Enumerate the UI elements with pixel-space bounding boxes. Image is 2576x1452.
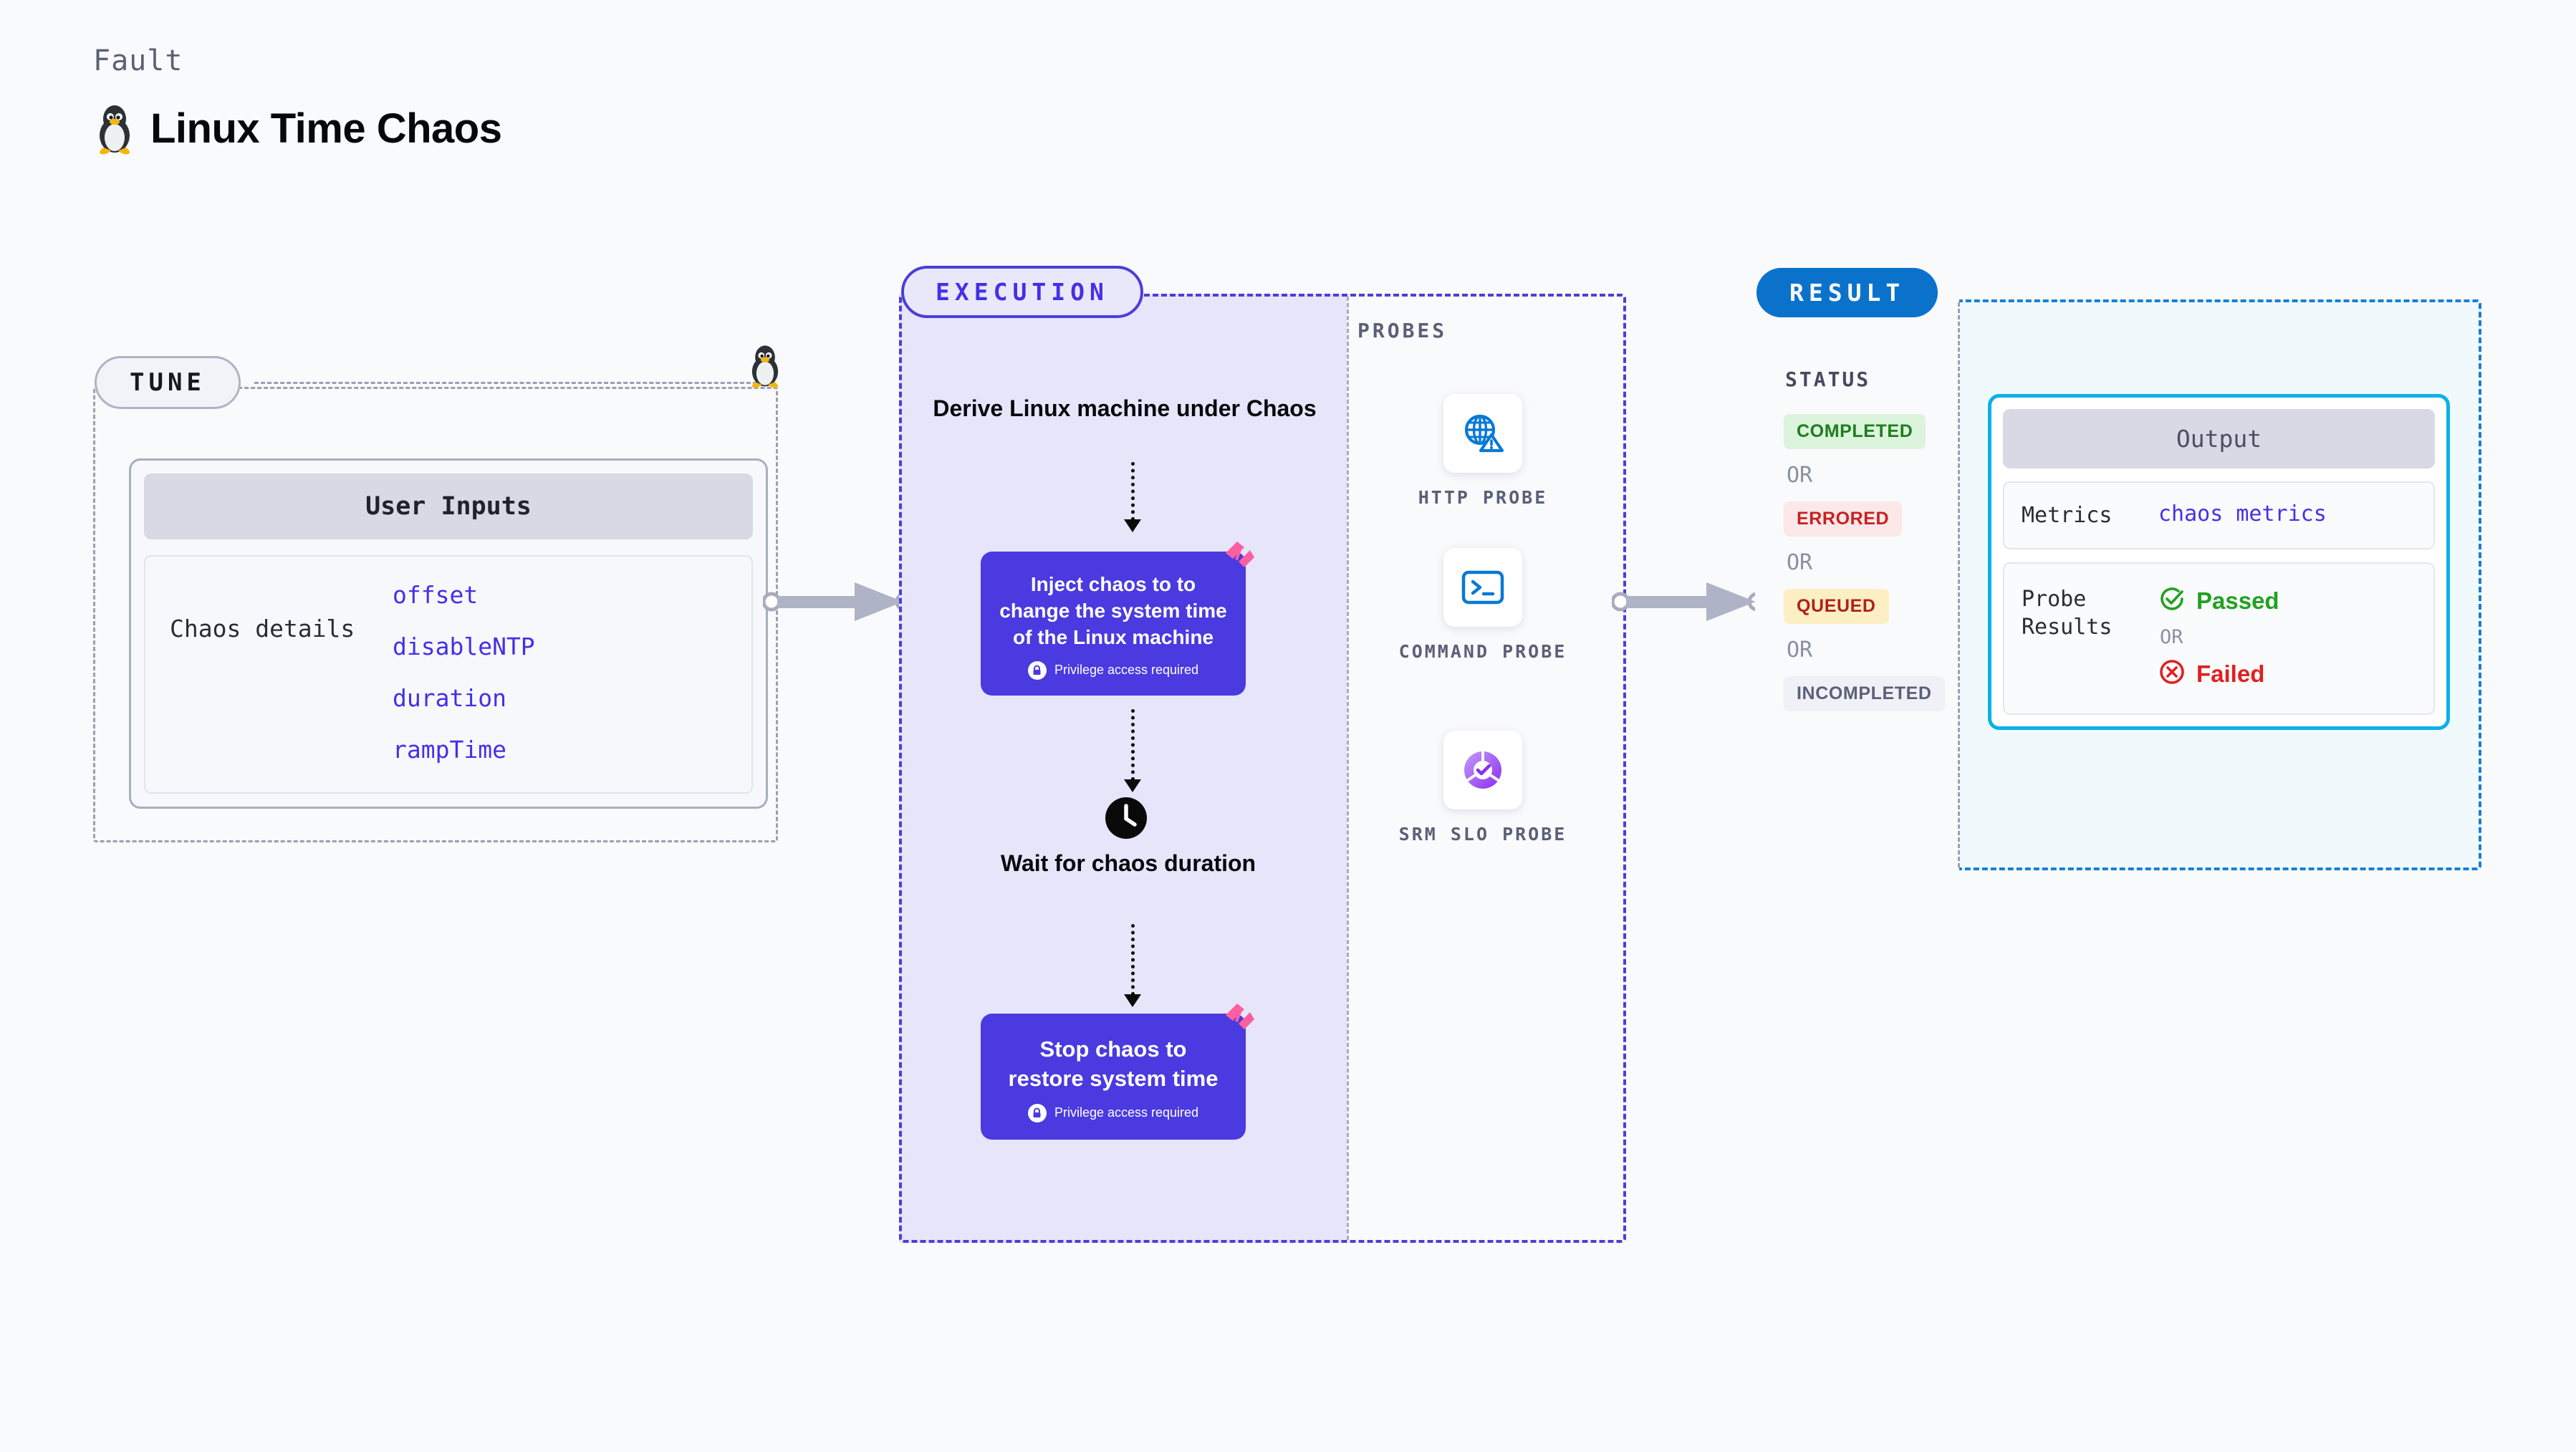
lock-icon <box>1027 660 1047 680</box>
execution-card-stop[interactable]: Stop chaos to restore system time Privil… <box>981 1004 1254 1140</box>
user-inputs-header: User Inputs <box>144 473 753 539</box>
execution-step2-title: Wait for chaos duration <box>1000 850 1256 876</box>
privilege-note-2: Privilege access required <box>999 1103 1227 1122</box>
param-ramptime[interactable]: rampTime <box>393 736 506 764</box>
tune-dash-connector <box>254 382 770 384</box>
output-card: Output Metrics chaos metrics Probe Resul… <box>1988 394 2450 730</box>
result-pill-label: RESULT <box>1756 268 1938 317</box>
flow-arrow-2 <box>1122 709 1143 795</box>
tune-pill-label: TUNE <box>95 356 241 409</box>
clock-icon <box>1105 797 1148 843</box>
passed-label: Passed <box>2196 587 2279 614</box>
tune-panel <box>93 387 778 842</box>
metrics-value[interactable]: chaos metrics <box>2158 501 2327 527</box>
output-metrics-row: Metrics chaos metrics <box>2003 481 2435 549</box>
result-divider <box>1958 302 1960 867</box>
status-or-1: OR <box>1787 463 1813 488</box>
harness-logo-icon <box>1223 539 1256 574</box>
flow-arrow-1 <box>1122 462 1143 534</box>
param-offset[interactable]: offset <box>393 581 479 609</box>
probe-label-srm-slo: SRM SLO PROBE <box>1398 824 1567 845</box>
status-or-2: OR <box>1787 550 1813 575</box>
chaos-details-values: offset disableNTP duration rampTime <box>393 581 535 764</box>
execution-pill-label: EXECUTION <box>901 266 1143 318</box>
privilege-note-1: Privilege access required <box>999 660 1227 680</box>
probe-results-key: Probe Results <box>2022 587 2113 640</box>
tune-label-text: TUNE <box>130 368 206 397</box>
user-inputs-card: User Inputs Chaos details offset disable… <box>129 458 768 809</box>
probe-item-command[interactable]: COMMAND PROBE <box>1383 548 1583 664</box>
lock-icon <box>1027 1103 1047 1122</box>
user-inputs-body: Chaos details offset disableNTP duration… <box>144 555 753 794</box>
output-probe-results-row: Probe Results Passed OR <box>2003 562 2435 715</box>
probe-item-http[interactable]: HTTP PROBE <box>1383 394 1583 510</box>
probes-divider <box>1347 297 1349 1240</box>
status-badge: COMPLETED <box>1784 414 1926 449</box>
status-section-label: STATUS <box>1785 367 1871 391</box>
globe-warning-icon <box>1443 394 1522 473</box>
check-circle-icon <box>2158 585 2186 616</box>
probe-result-failed: Failed <box>2158 658 2279 689</box>
probe-label-command: COMMAND PROBE <box>1398 641 1567 662</box>
privilege-note-2-text: Privilege access required <box>1054 1105 1199 1120</box>
user-inputs-title: User Inputs <box>365 492 532 521</box>
harness-logo-icon <box>1223 1001 1256 1036</box>
output-title: Output <box>2176 425 2262 453</box>
privilege-note-1-text: Privilege access required <box>1054 663 1199 678</box>
status-badge: QUEUED <box>1784 589 1889 624</box>
probe-item-srm-slo[interactable]: SRM SLO PROBE <box>1383 731 1583 847</box>
page-header: Fault Linux Time Chaos <box>93 44 502 155</box>
output-card-header: Output <box>2003 409 2435 468</box>
status-badge-list: COMPLETED OR ERRORED OR QUEUED OR INCOMP… <box>1784 414 1945 711</box>
result-label-text: RESULT <box>1789 279 1905 307</box>
page-title: Linux Time Chaos <box>150 105 502 152</box>
flow-arrow-3 <box>1122 924 1143 1010</box>
probe-label-http: HTTP PROBE <box>1418 487 1548 508</box>
probes-section-label: PROBES <box>1357 319 1448 342</box>
execution-label-text: EXECUTION <box>936 278 1109 306</box>
arrow-right-connector <box>1610 577 1767 627</box>
param-disablentp[interactable]: disableNTP <box>393 633 535 660</box>
fault-eyebrow-label: Fault <box>93 44 183 77</box>
stop-card-text: Stop chaos to restore system time <box>1008 1037 1219 1091</box>
status-badge: INCOMPLETED <box>1784 676 1945 711</box>
probe-results-values: Passed OR Failed <box>2158 585 2279 689</box>
srm-slo-donut-check-icon <box>1443 731 1522 809</box>
inject-card-text: Inject chaos to to change the system tim… <box>999 573 1227 648</box>
x-circle-icon <box>2158 658 2186 689</box>
param-duration[interactable]: duration <box>393 684 506 712</box>
probe-result-passed: Passed <box>2158 585 2279 616</box>
chaos-details-label: Chaos details <box>170 615 355 643</box>
title-row: Linux Time Chaos <box>93 102 502 155</box>
terminal-command-icon <box>1443 548 1522 627</box>
status-badge: ERRORED <box>1784 501 1903 537</box>
execution-probes-outer <box>899 294 1626 1243</box>
arrow-right-connector <box>761 577 915 627</box>
tux-penguin-icon <box>746 342 784 392</box>
status-or-3: OR <box>1787 638 1813 663</box>
execution-step1-title: Derive Linux machine under Chaos <box>933 395 1317 421</box>
result-status-column-bg <box>1755 299 1959 870</box>
failed-label: Failed <box>2196 660 2265 687</box>
probe-result-or: OR <box>2160 626 2183 648</box>
metrics-key: Metrics <box>2022 503 2113 528</box>
tux-penguin-icon <box>93 102 136 155</box>
execution-card-inject[interactable]: Inject chaos to to change the system tim… <box>981 542 1254 696</box>
